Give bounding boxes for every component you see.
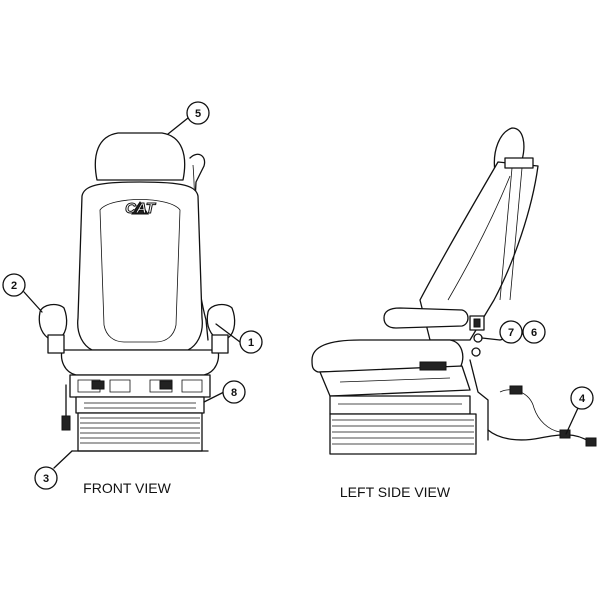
front-backrest bbox=[77, 181, 203, 351]
front-base bbox=[77, 412, 203, 452]
callout-1: 1 bbox=[239, 330, 263, 354]
callout-2: 2 bbox=[2, 273, 26, 297]
front-backrest-panel bbox=[99, 199, 181, 343]
callout-2-number: 2 bbox=[11, 280, 17, 292]
callout-8-number: 8 bbox=[231, 387, 237, 399]
front-view-seat: CAT bbox=[38, 132, 236, 452]
front-armrest-right bbox=[206, 303, 236, 339]
callout-5-number: 5 bbox=[195, 108, 201, 120]
front-seat-cushion bbox=[60, 349, 220, 376]
side-view-seat bbox=[311, 127, 597, 455]
callout-4-number: 4 bbox=[579, 393, 586, 405]
callout-8: 8 bbox=[222, 380, 246, 404]
callout-7: 7 bbox=[499, 320, 523, 344]
side-wire-harness bbox=[487, 429, 591, 443]
front-mechanism bbox=[69, 374, 211, 398]
callout-6: 6 bbox=[522, 320, 546, 344]
front-view-label: FRONT VIEW bbox=[83, 480, 171, 496]
side-base bbox=[329, 413, 477, 455]
callout-1-number: 1 bbox=[248, 337, 254, 349]
side-view-label: LEFT SIDE VIEW bbox=[340, 484, 451, 500]
callout-3-number: 3 bbox=[43, 473, 49, 485]
front-headrest bbox=[94, 132, 186, 181]
front-armrest-left bbox=[38, 303, 68, 339]
side-mechanism bbox=[319, 365, 471, 397]
front-suspension-plate bbox=[75, 396, 205, 414]
leader-lines bbox=[23, 117, 579, 469]
callout-6-number: 6 bbox=[531, 327, 537, 339]
cat-logo: CAT bbox=[125, 200, 158, 218]
callout-5: 5 bbox=[186, 101, 210, 125]
callout-4: 4 bbox=[570, 386, 594, 410]
side-suspension-plate bbox=[329, 395, 471, 415]
callout-3: 3 bbox=[34, 466, 58, 490]
logo-text: CAT bbox=[125, 200, 157, 217]
callout-7-number: 7 bbox=[508, 327, 514, 339]
side-armrest bbox=[383, 307, 469, 329]
